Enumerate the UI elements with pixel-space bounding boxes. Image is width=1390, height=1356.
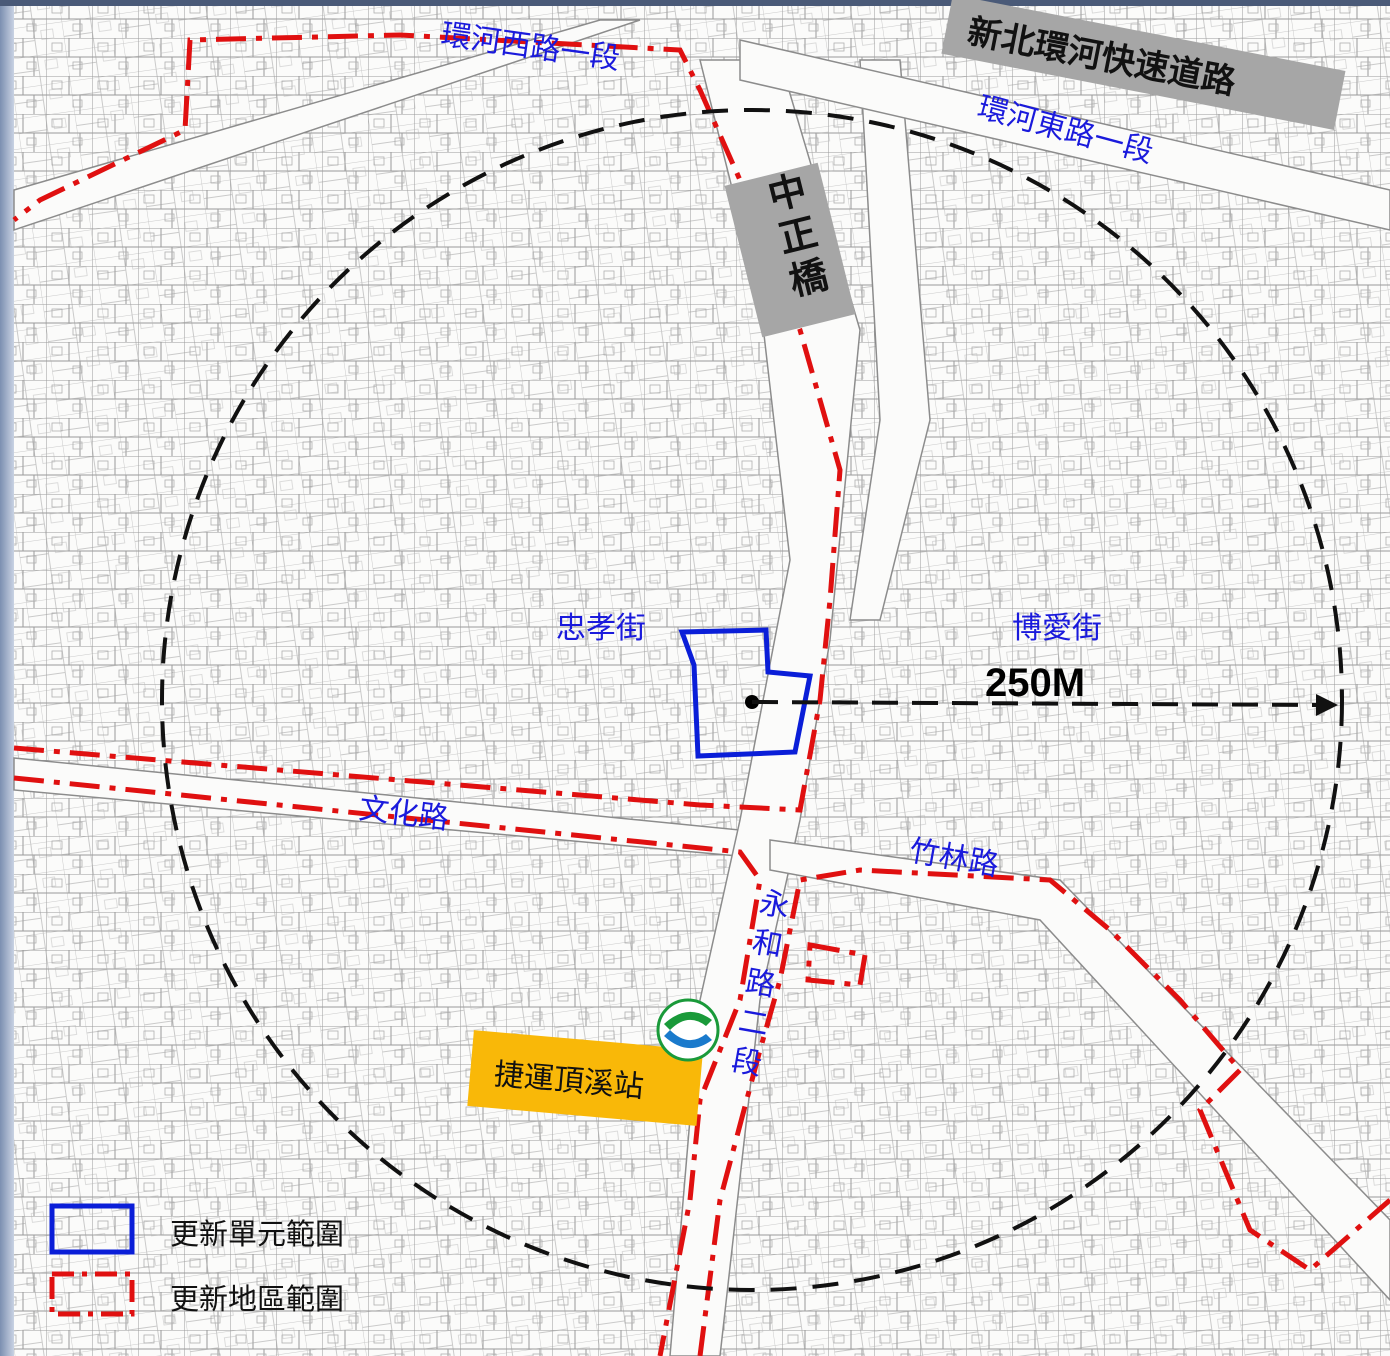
huanhe-west-band <box>13 19 641 232</box>
radius-arrowhead <box>1316 694 1338 716</box>
huanhe-east-band <box>739 39 1390 231</box>
legend-area-label: 更新地區範圍 <box>170 1282 345 1316</box>
bridge-badge-box <box>724 162 856 338</box>
yonghe-road-label: 永和路二段 <box>729 885 792 1082</box>
mrt-station-box <box>467 1030 704 1126</box>
area-boundary-east <box>697 867 1390 1356</box>
bridge-label: 中正橋 <box>764 167 833 304</box>
legend-unit-swatch <box>49 1203 135 1255</box>
area-boundary-north <box>12 32 843 813</box>
radius-line <box>751 700 1321 707</box>
left-edge-bar <box>0 0 14 1356</box>
mrt-logo-icon <box>656 998 720 1062</box>
legend-area-swatch <box>49 1271 135 1317</box>
zhulin-road-band <box>769 839 1390 1302</box>
radius-circle <box>160 108 1344 1292</box>
legend-unit-label: 更新單元範圍 <box>170 1217 345 1251</box>
zhongxiao-street-label: 忠孝街 <box>556 611 646 646</box>
bridge-badge: 中正橋 <box>724 162 856 338</box>
expressway-badge-box <box>941 0 1346 130</box>
mrt-station-badge: 捷運頂溪站 <box>467 1030 704 1126</box>
bridge-ramp-band <box>849 59 931 621</box>
area-boundary-group <box>12 32 1390 1356</box>
top-edge-bar <box>0 0 1390 6</box>
area-boundary-west <box>13 775 763 1356</box>
renewal-unit-boundary <box>678 627 813 759</box>
radius-label: 250M <box>985 661 1085 705</box>
boai-street-label: 博愛街 <box>1012 611 1102 646</box>
